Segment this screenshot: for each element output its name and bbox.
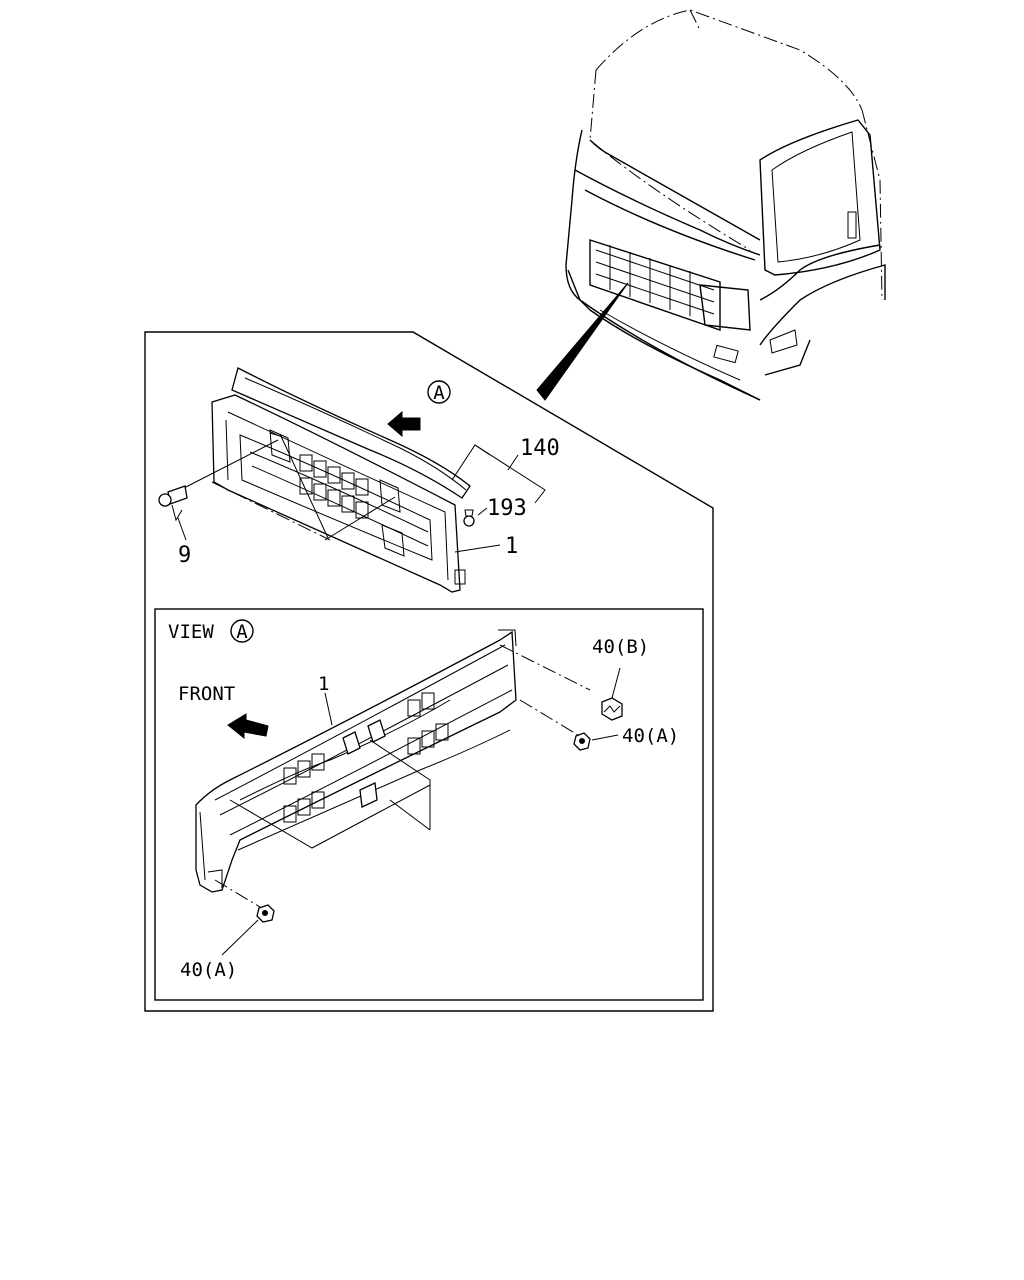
detail-frame	[144, 331, 714, 1012]
nut-icon-left	[256, 904, 275, 923]
callout-40b: 40(B)	[592, 636, 649, 658]
nut-icon	[573, 732, 591, 751]
callout-9: 9	[178, 543, 191, 568]
view-label: VIEW	[168, 621, 214, 643]
view-marker-a: A	[433, 382, 445, 404]
grille-rear-view	[195, 629, 517, 893]
callout-193: 193	[487, 496, 527, 521]
clip-icon	[463, 509, 475, 527]
grille-assembly	[211, 367, 471, 593]
clip-b-icon	[601, 697, 623, 721]
callout-1-lower: 1	[318, 673, 329, 695]
bolt-icon	[158, 439, 279, 522]
callout-40a-right: 40(A)	[622, 725, 679, 747]
callout-40a-left: 40(A)	[180, 959, 237, 981]
front-label: FRONT	[178, 683, 235, 705]
callout-140: 140	[520, 436, 560, 461]
callout-1-upper: 1	[505, 534, 518, 559]
truck-cab-drawing	[536, 9, 886, 401]
view-marker-inset: A	[236, 621, 248, 643]
front-arrow-icon	[227, 713, 269, 740]
direction-arrow-icon	[387, 410, 421, 438]
view-a-inset	[154, 608, 704, 1001]
